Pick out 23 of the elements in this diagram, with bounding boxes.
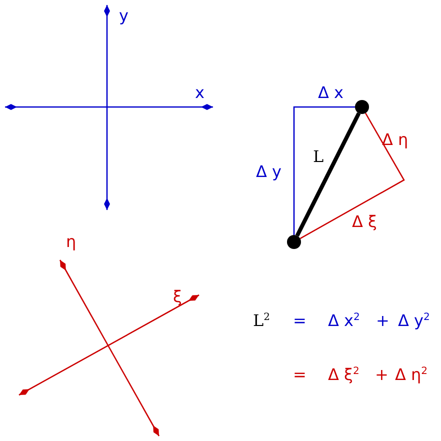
edge-label: L [313, 148, 324, 166]
formula-term: Δ η$^{2}$ [395, 366, 428, 384]
formula-term: L$^{2}$ [253, 312, 270, 330]
line-segment [295, 112, 361, 237]
formula-term: Δ x$^{2}$ [328, 312, 360, 330]
axis-label: x [195, 84, 204, 102]
formula-term: + [376, 312, 390, 330]
component-line [300, 112, 405, 240]
point-dot [287, 235, 301, 249]
component-label: Δ x [318, 84, 344, 102]
formula-term: = [293, 366, 306, 384]
axis-label: y [119, 7, 128, 25]
component-label: Δ ξ [352, 213, 377, 231]
axis-label: η [66, 233, 76, 251]
component-label: Δ y [256, 163, 282, 181]
formula-term: Δ y$^{2}$ [398, 312, 430, 330]
component-line [293, 106, 355, 235]
formula-term: Δ ξ$^{2}$ [328, 366, 360, 384]
axis-label: ξ [173, 288, 182, 306]
formula-term: = [293, 312, 306, 330]
component-label: Δ η [382, 131, 408, 149]
point-dot [355, 100, 369, 114]
formula-term: + [375, 366, 388, 384]
